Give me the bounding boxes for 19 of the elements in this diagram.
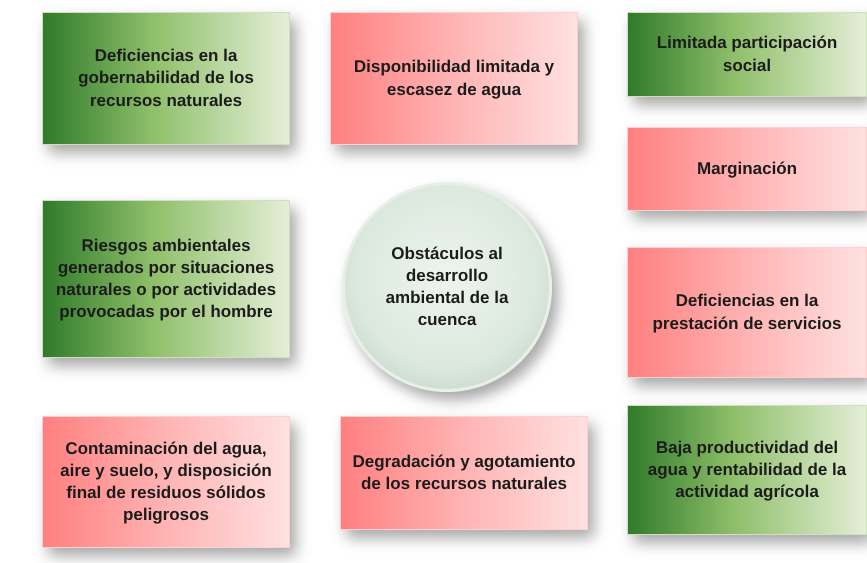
box-text: Riesgos ambientales generados por situaciones naturales o por actividades provocadas por el hombre bbox=[54, 234, 278, 324]
box-text: Limitada participación social bbox=[656, 32, 838, 76]
problem-box bbox=[340, 416, 588, 530]
box-text: Deficiencias en la prestación de servicios bbox=[652, 290, 842, 334]
problem-box bbox=[627, 247, 867, 378]
center-title: Obstáculos al desarrollo ambiental de la cuenca bbox=[384, 242, 510, 332]
problem-box bbox=[330, 12, 578, 145]
box-text: Disponibilidad limitada y escasez de agua bbox=[352, 56, 556, 101]
problem-box bbox=[627, 12, 867, 97]
problem-box bbox=[42, 416, 290, 548]
box-text: Baja productividad del agua y rentabilidad de la actividad agrícola bbox=[646, 436, 848, 504]
box-text: Contaminación del agua, aire y suelo, y disposición final de residuos sólidos peligrosos bbox=[59, 438, 273, 526]
box-text: Deficiencias en la gobernabilidad de los recursos naturales bbox=[77, 45, 255, 112]
problem-box bbox=[627, 405, 867, 535]
box-text: Marginación bbox=[696, 158, 798, 180]
problem-box bbox=[42, 200, 290, 358]
box-text: Degradación y agotamiento de los recursos naturales bbox=[352, 450, 576, 495]
problem-box bbox=[627, 127, 867, 211]
problem-box bbox=[42, 12, 290, 145]
